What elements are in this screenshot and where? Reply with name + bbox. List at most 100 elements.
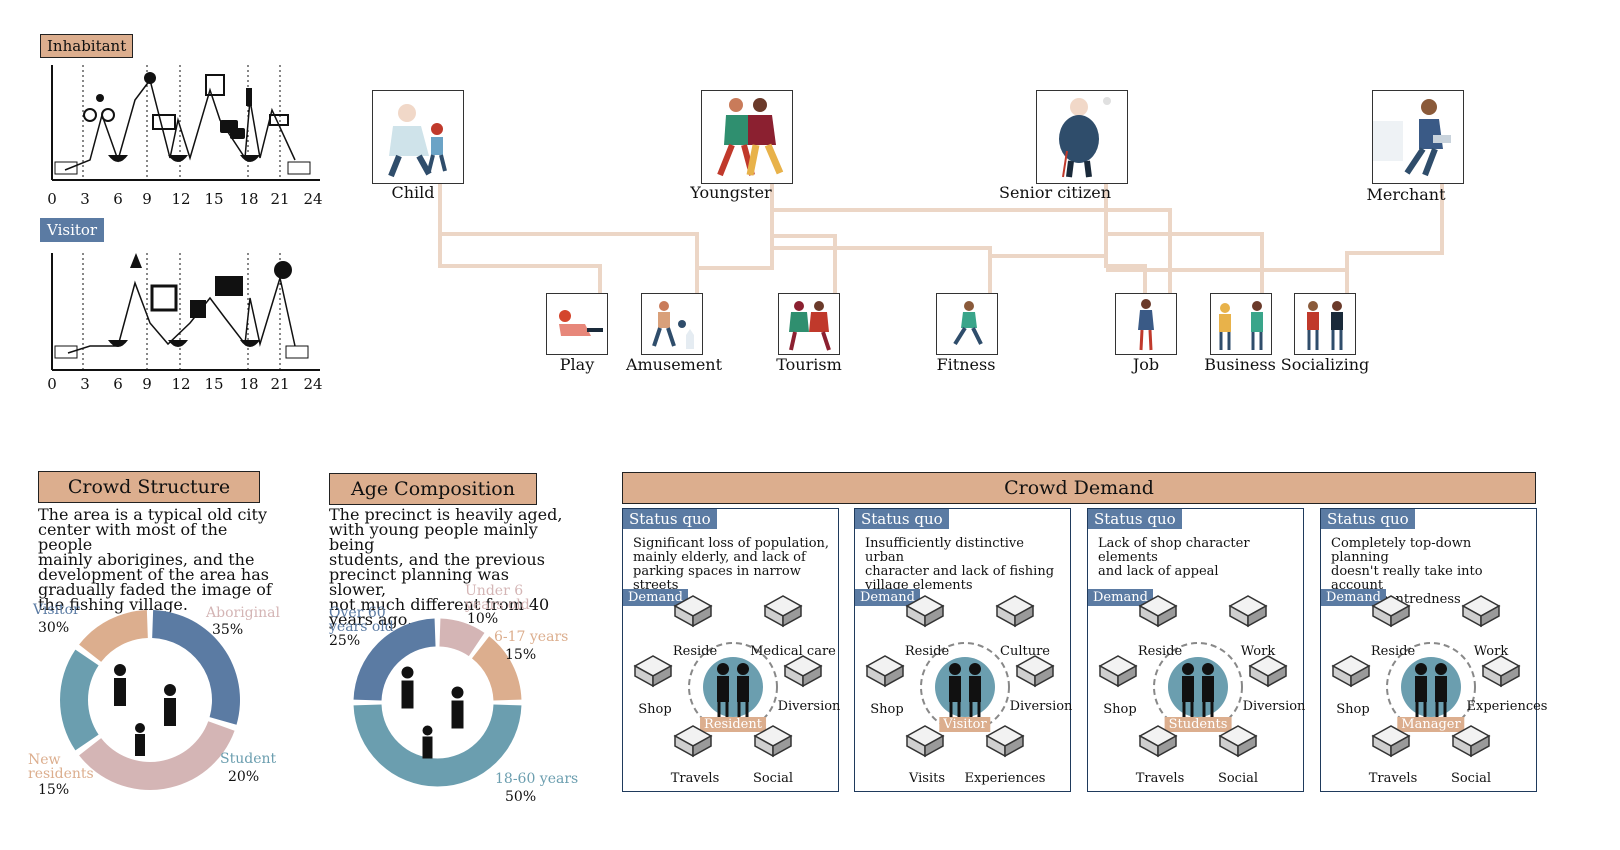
activity-label-job: Job — [1132, 355, 1160, 374]
persona-youngster — [701, 90, 793, 184]
demand-item-label: Travels — [1135, 771, 1185, 786]
demand-item-label: Experiences — [964, 771, 1046, 786]
inhabitant-timeline — [51, 65, 320, 181]
crowd-structure-donut — [60, 610, 241, 790]
demand-item-icon — [1138, 725, 1178, 758]
tick: 24 — [303, 375, 323, 393]
tourism-illustration-icon — [789, 301, 831, 351]
tick: 21 — [270, 375, 290, 393]
socializing-illustration-icon — [1307, 301, 1343, 350]
maze-icon — [150, 284, 178, 312]
donut-slice — [353, 704, 522, 787]
demand-item-icon — [673, 725, 713, 758]
activity-label-business: Business — [1204, 355, 1276, 374]
bowl-icon — [168, 155, 188, 162]
chat-icon — [220, 120, 245, 139]
status-quo-tag: Status quo — [1321, 509, 1415, 529]
persona-label-merchant: Merchant — [1366, 185, 1446, 204]
bed-icon — [285, 345, 309, 359]
demand-item-icon — [1228, 595, 1268, 628]
persona-senior — [1036, 90, 1128, 184]
business-illustration-icon — [1219, 301, 1263, 350]
age-composition-title: Age Composition — [329, 473, 537, 505]
label-student: Student — [220, 751, 277, 767]
bed-icon — [287, 161, 311, 175]
label-under-6: Under 6 years old — [465, 583, 530, 613]
demand-item-label: Work — [1240, 644, 1276, 659]
demand-item-icon — [1248, 655, 1288, 688]
tick: 21 — [270, 190, 290, 208]
tick: 6 — [113, 190, 123, 208]
center-figure-icon — [688, 642, 778, 732]
merchant-illustration-icon — [1373, 99, 1451, 177]
demand-item-icon — [673, 595, 713, 628]
silhouette-people-icon — [401, 666, 464, 759]
demand-item-label: Shop — [870, 702, 904, 717]
pct-visitor: 30% — [38, 620, 70, 636]
label-6-17: 6-17 years — [494, 629, 569, 645]
donut-slice — [79, 610, 148, 662]
moon-icon — [274, 261, 292, 279]
visitor-tag: Visitor — [40, 218, 105, 242]
newspaper-icon — [205, 74, 225, 96]
bowl-icon — [108, 340, 128, 347]
bed-icon — [54, 345, 78, 359]
demand-item-icon — [1015, 655, 1055, 688]
activity-label-play: Play — [559, 355, 595, 374]
label-new-residents: New residents — [28, 752, 94, 782]
job-illustration-icon — [1138, 299, 1154, 351]
activity-amusement — [641, 293, 703, 355]
demand-item-icon — [783, 655, 823, 688]
drink-icon — [190, 300, 206, 318]
crowd-demand-title: Crowd Demand — [622, 472, 1536, 504]
tower-icon — [130, 253, 142, 268]
donut-slice — [79, 721, 235, 790]
donut-slice — [60, 649, 99, 751]
play-illustration-icon — [559, 310, 603, 336]
senior-illustration-icon — [1059, 97, 1111, 178]
pct-6-17: 15% — [505, 647, 537, 663]
persona-label-senior: Senior citizen — [998, 183, 1112, 202]
status-quo-tag: Status quo — [1088, 509, 1182, 529]
basket-icon — [152, 114, 176, 130]
tick: 0 — [47, 190, 57, 208]
label-visitor: Visitor — [33, 602, 80, 618]
activity-job — [1115, 293, 1177, 355]
persona-child — [372, 90, 464, 184]
demand-item-icon — [905, 595, 945, 628]
bowl-icon — [108, 155, 128, 162]
activity-label-socializing: Socializing — [1280, 355, 1370, 374]
bed-icon — [54, 161, 78, 175]
demand-item-icon — [753, 725, 793, 758]
tick: 6 — [113, 375, 123, 393]
persona-label-child: Child — [391, 183, 435, 202]
demand-item-label: Diversion — [1009, 699, 1073, 714]
dog-icon — [269, 114, 289, 126]
child-illustration-icon — [388, 104, 447, 178]
age-composition-donut — [353, 618, 522, 787]
demand-item-label: Reside — [904, 644, 950, 659]
demand-item-label: Visits — [908, 771, 946, 786]
bowl-icon — [168, 340, 188, 347]
demand-item-label: Reside — [1137, 644, 1183, 659]
demand-item-icon — [985, 725, 1025, 758]
demand-item-icon — [995, 595, 1035, 628]
tick: 18 — [239, 375, 259, 393]
demand-item-icon — [1461, 595, 1501, 628]
demand-item-label: Work — [1473, 644, 1509, 659]
pct-over-60: 25% — [329, 633, 361, 649]
demand-item-icon — [1371, 595, 1411, 628]
pct-18-60: 50% — [505, 789, 537, 805]
demand-item-icon — [1331, 655, 1371, 688]
demand-item-label: Diversion — [777, 699, 841, 714]
demand-item-label: Culture — [1000, 644, 1050, 659]
demand-item-label: Travels — [670, 771, 720, 786]
activity-label-tourism: Tourism — [776, 355, 842, 374]
pct-new-residents: 15% — [38, 782, 70, 798]
persona-connector-lines — [438, 182, 1444, 295]
demand-item-label: Social — [752, 771, 794, 786]
